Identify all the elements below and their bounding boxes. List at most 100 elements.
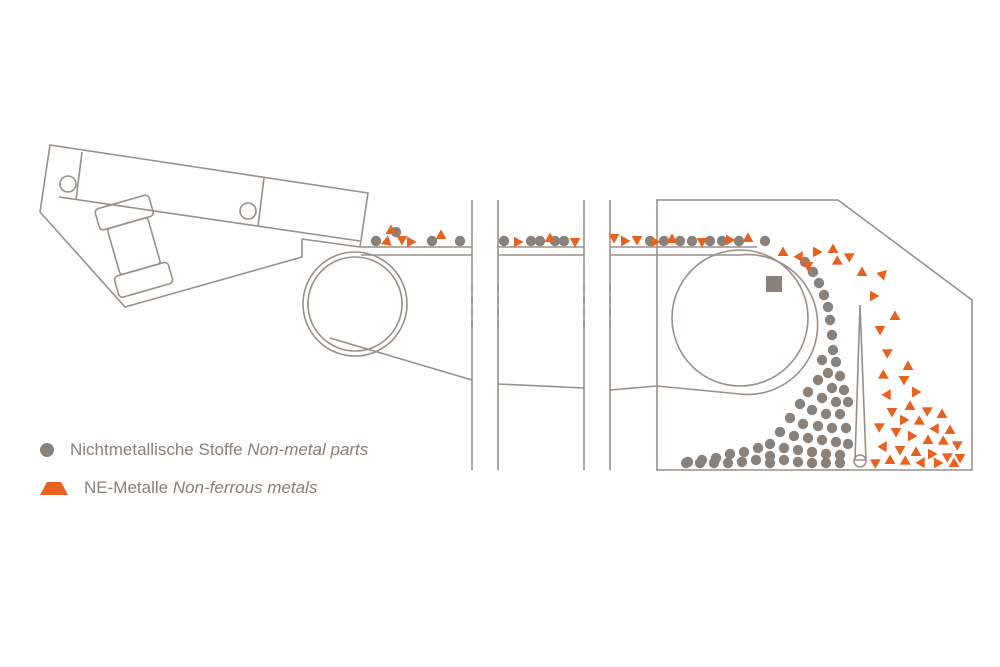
nonferrous-particle — [928, 448, 938, 460]
nonferrous-particle — [631, 236, 643, 246]
nonmetal-particle — [838, 384, 850, 396]
nonmetal-particle — [733, 235, 745, 247]
nonmetal-particle — [830, 356, 842, 368]
legend-label-de: Nichtmetallische Stoffe — [70, 440, 243, 459]
magnet-block — [766, 276, 782, 292]
nonmetal-particle — [834, 457, 846, 469]
nonferrous-particle — [913, 415, 925, 425]
nonmetal-particle — [680, 457, 692, 469]
nonferrous-particle — [777, 246, 789, 256]
head-pulley — [302, 251, 408, 357]
nonmetal-particle — [812, 374, 824, 386]
nonmetal-particle — [370, 235, 382, 247]
nonmetal-particle — [724, 448, 736, 460]
nonferrous-particle — [514, 236, 524, 248]
nonferrous-particle — [910, 446, 922, 456]
nonmetal-particle — [774, 426, 786, 438]
nonferrous-particle — [881, 349, 893, 359]
nonmetal-particle — [792, 444, 804, 456]
nonmetal-particle — [806, 404, 818, 416]
nonmetal-particle — [778, 442, 790, 454]
nonmetal-particle — [840, 422, 852, 434]
nonferrous-particle — [407, 236, 417, 248]
nonferrous-particle — [802, 262, 814, 272]
magnetic-rotor — [671, 249, 809, 387]
machine-outline — [39, 144, 973, 471]
nonmetal-particle — [807, 266, 819, 278]
nonferrous-particle — [874, 326, 886, 336]
nonferrous-particle — [948, 457, 960, 467]
nonmetal-particle — [816, 434, 828, 446]
nonferrous-particle — [929, 423, 939, 435]
separator-housing — [656, 199, 973, 471]
nonferrous-particle — [915, 457, 925, 469]
nonferrous-particle — [898, 376, 910, 386]
nonmetal-particle — [826, 329, 838, 341]
nonferrous-particle — [954, 454, 966, 464]
nonmetal-particle — [812, 420, 824, 432]
nonmetal-particle — [806, 446, 818, 458]
nonferrous-particle — [900, 414, 910, 426]
nonferrous-particle — [651, 236, 661, 248]
nonferrous-particle — [621, 235, 631, 247]
nonmetal-particle — [674, 235, 686, 247]
nonmetal-particle — [708, 457, 720, 469]
nonmetal-particle — [534, 235, 546, 247]
nonmetal-particle — [806, 457, 818, 469]
nonmetal-particle — [759, 235, 771, 247]
legend-label-en: Non-ferrous metals — [172, 478, 318, 497]
nonmetal-particle — [820, 408, 832, 420]
feeder-roller-icon — [59, 175, 77, 193]
nonferrous-particle — [884, 454, 896, 464]
nonmetal-particle — [454, 235, 466, 247]
nonmetal-particle — [820, 448, 832, 460]
nonferrous-particle — [951, 441, 963, 451]
feeder-divider — [75, 151, 83, 201]
nonferrous-particle — [608, 234, 620, 244]
nonmetal-particle — [686, 235, 698, 247]
nonferrous-particle — [894, 446, 906, 456]
nonferrous-particle — [873, 423, 885, 433]
nonferrous-particle — [380, 235, 392, 246]
legend: Nichtmetallische Stoffe Non-metal parts … — [40, 438, 368, 514]
nonmetal-particle — [558, 235, 570, 247]
nonmetal-particle — [818, 289, 830, 301]
nonferrous-particle — [941, 453, 953, 463]
nonferrous-particle — [396, 236, 408, 246]
nonmetal-particle — [792, 456, 804, 468]
feeder-inner-line — [58, 196, 361, 242]
nonferrous-particle — [569, 238, 581, 248]
nonferrous-particle — [726, 234, 736, 246]
nonmetal-particle — [822, 367, 834, 379]
nonmetal-particle — [498, 235, 510, 247]
nonferrous-particle — [813, 246, 823, 258]
nonmetal-particle — [802, 386, 814, 398]
rotor-belt — [657, 253, 819, 396]
legend-label-en: Non-metal parts — [247, 440, 369, 459]
nonmetal-particle — [704, 235, 716, 247]
nonferrous-particle — [870, 290, 880, 302]
nonferrous-particle — [904, 400, 916, 410]
nonferrous-particle — [934, 457, 944, 469]
nonmetal-particle — [764, 438, 776, 450]
legend-item-nonmetal: Nichtmetallische Stoffe Non-metal parts — [40, 438, 368, 462]
nonferrous-particle — [902, 360, 914, 370]
nonmetal-particle — [834, 370, 846, 382]
nonferrous-particle — [936, 408, 948, 418]
nonmetal-particle — [764, 457, 776, 469]
nonferrous-particle — [793, 251, 803, 263]
nonferrous-particle — [827, 243, 839, 253]
nonferrous-particle — [869, 459, 881, 469]
nonmetal-particle — [822, 301, 834, 313]
feeder-roller-icon — [239, 202, 257, 220]
nonmetal-particle — [788, 430, 800, 442]
nonmetal-particle — [830, 436, 842, 448]
nonferrous-particle — [899, 455, 911, 465]
nonferrous-particle — [889, 310, 901, 320]
legend-label-de: NE-Metalle — [84, 478, 169, 497]
nonferrous-particle — [385, 224, 397, 234]
nonferrous-particle — [944, 424, 956, 434]
triangle-icon — [40, 481, 68, 495]
nonmetal-particle — [794, 398, 806, 410]
